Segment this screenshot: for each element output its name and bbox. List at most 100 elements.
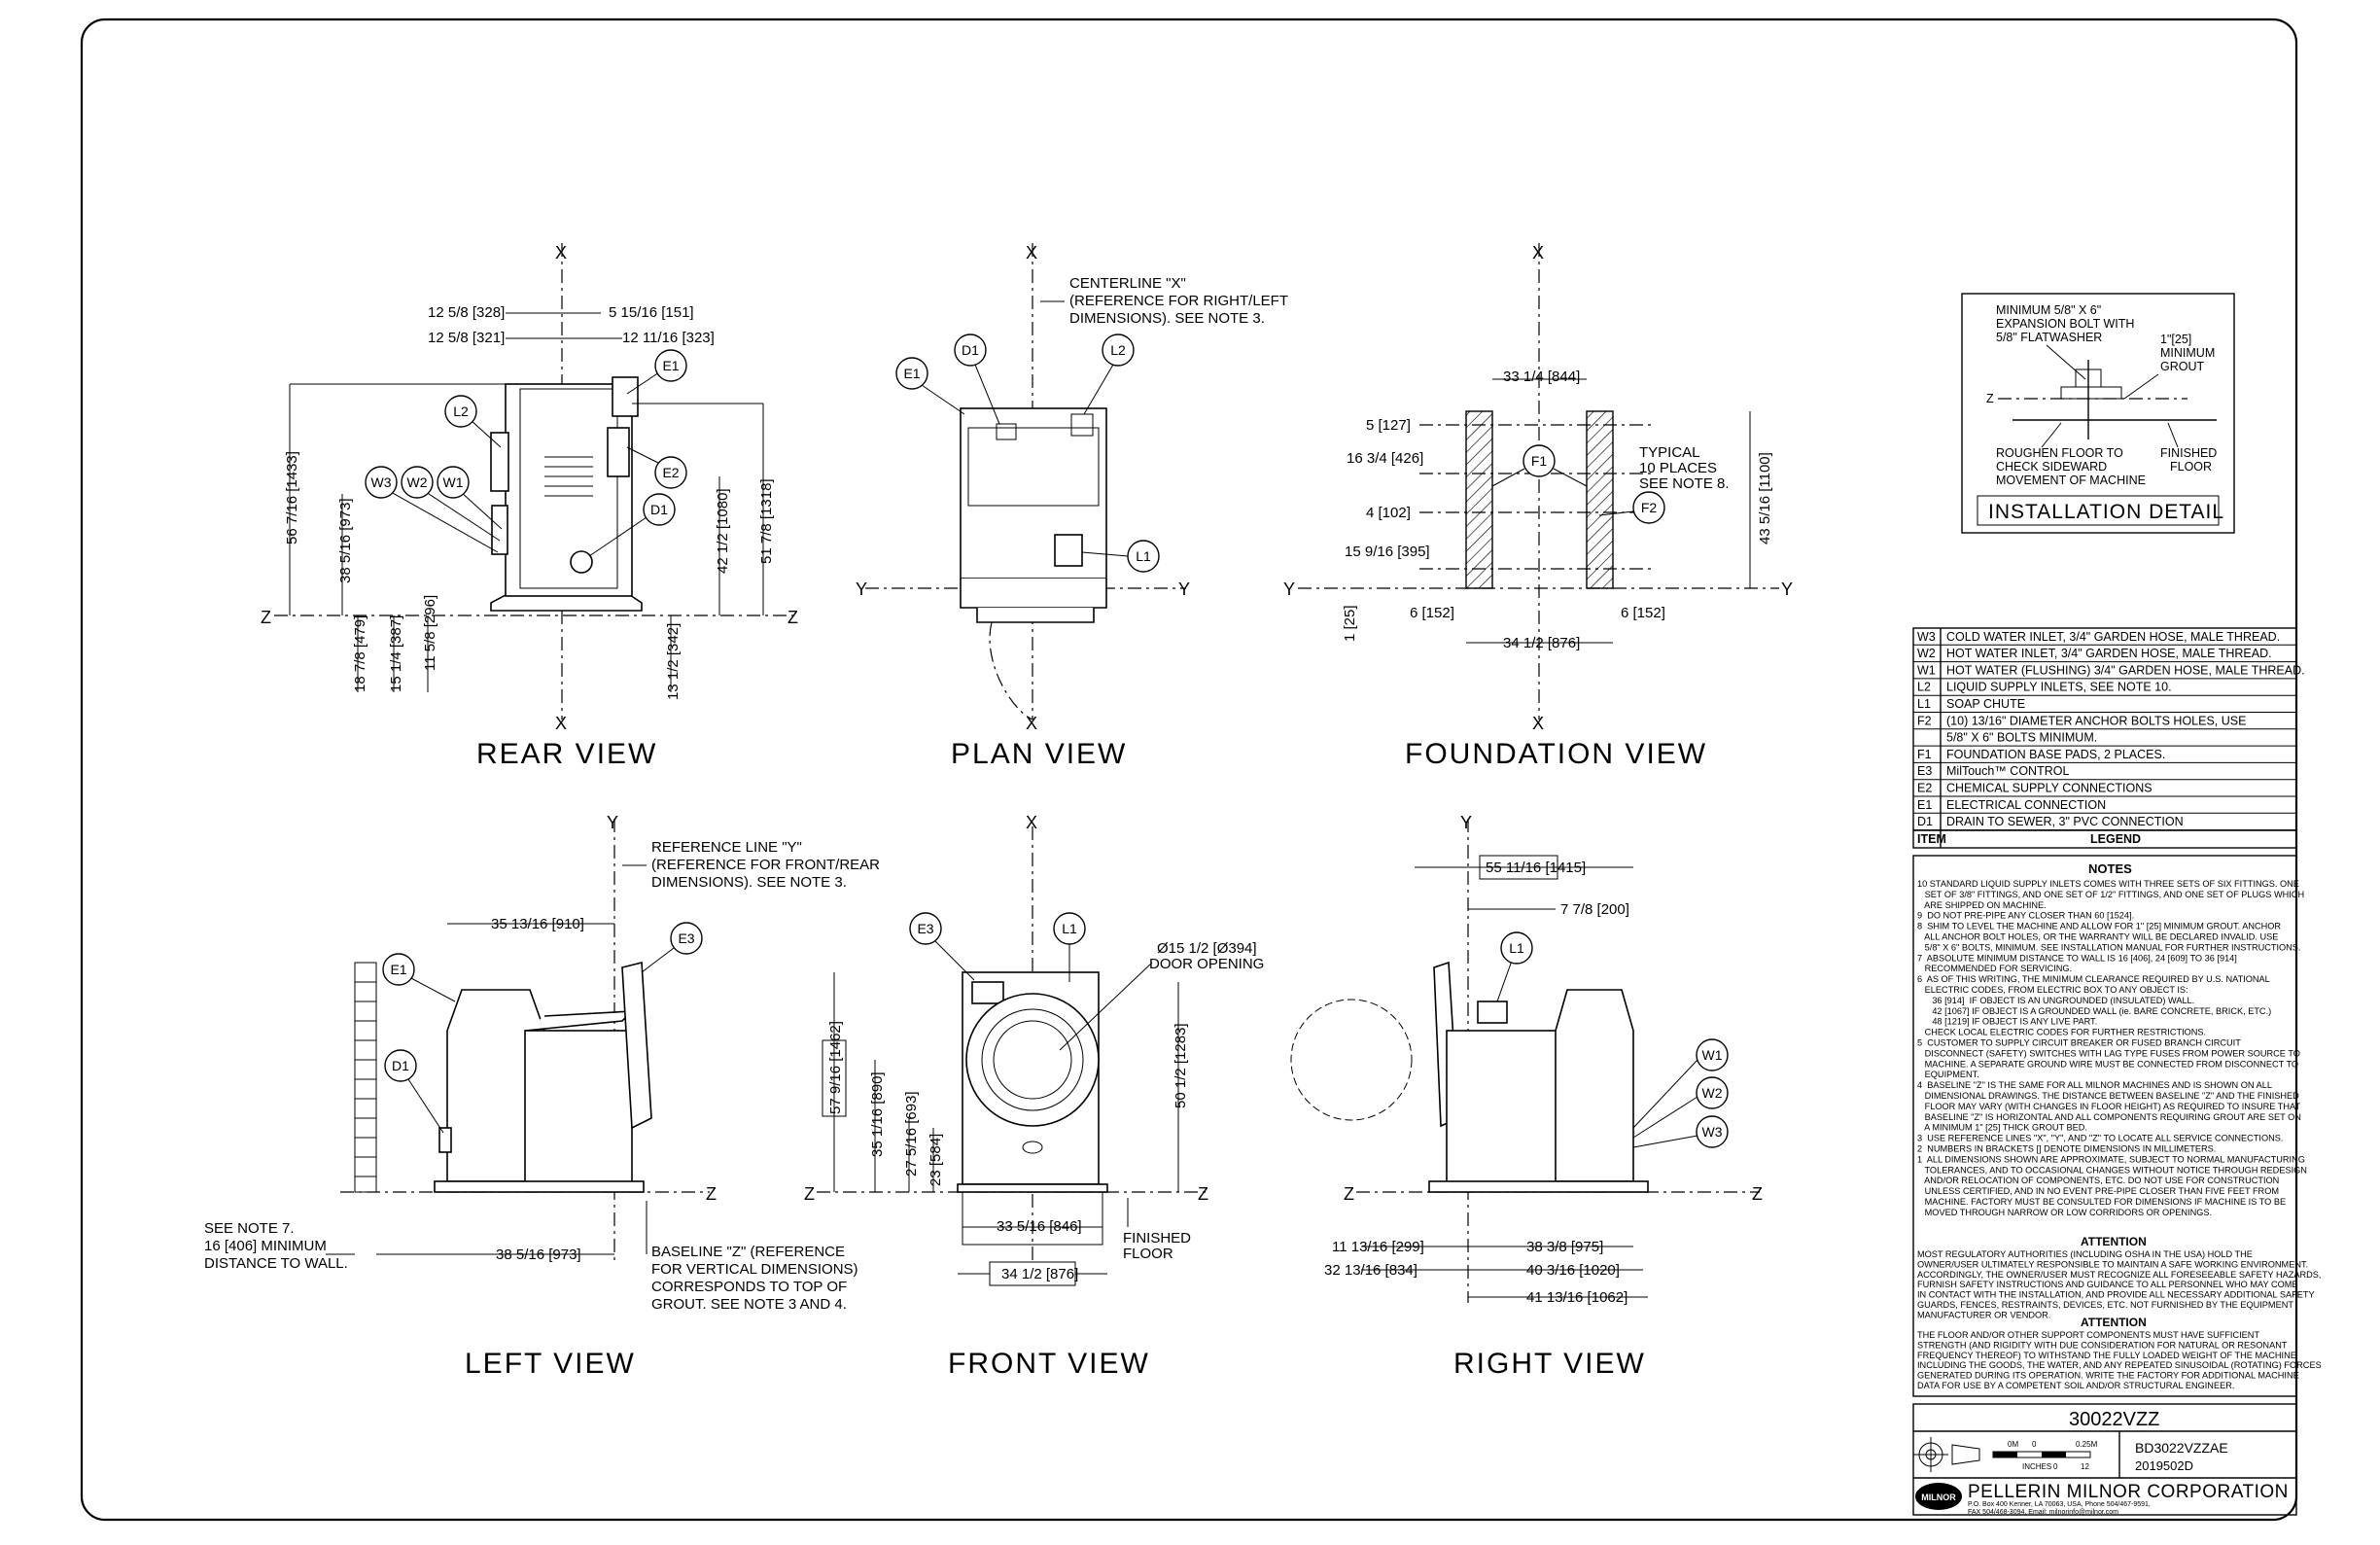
- front-dim-2: 35 1/16 [890]: [869, 1071, 886, 1157]
- note-line: DATA FOR USE BY A COMPETENT SOIL AND/OR …: [1917, 1381, 2234, 1390]
- rear-dim-11: 11 5/8 [296]: [422, 595, 438, 671]
- foundation-dim-3: 16 3/4 [426]: [1347, 450, 1423, 467]
- plan-bubble-d1: D1: [962, 342, 979, 358]
- note-line: DIMENSIONAL DRAWINGS. THE DISTANCE BETWE…: [1917, 1091, 2299, 1101]
- left-bubble-e3: E3: [678, 931, 694, 946]
- left-dim-2: 38 5/16 [973]: [496, 1247, 581, 1263]
- rear-dim-9: 18 7/8 [479]: [352, 615, 368, 692]
- rear-bubble-d1: D1: [650, 502, 668, 517]
- rear-view-title: REAR VIEW: [476, 738, 657, 770]
- install-label-5: MINIMUM: [2160, 346, 2215, 360]
- plan-note-2: (REFERENCE FOR RIGHT/LEFT: [1069, 293, 1288, 309]
- legend-item-code: W2: [1917, 647, 1936, 660]
- note-line: FLOOR MAY VARY (WITH CHANGES IN FLOOR HE…: [1917, 1102, 2300, 1111]
- note-line: 10 STANDARD LIQUID SUPPLY INLETS COMES W…: [1917, 879, 2299, 889]
- install-label-1: MINIMUM 5/8" X 6": [1996, 303, 2101, 317]
- foundation-note-1: TYPICAL: [1639, 444, 1700, 461]
- right-dim-6: 40 3/16 [1020]: [1526, 1262, 1620, 1279]
- note-line: 3 USE REFERENCE LINES "X", "Y", AND "Z" …: [1917, 1134, 2283, 1143]
- note-line: UNLESS CERTIFIED, AND IN NO EVENT PRE-PI…: [1917, 1186, 2279, 1196]
- legend-item-text: COLD WATER INLET, 3/4" GARDEN HOSE, MALE…: [1946, 630, 2280, 644]
- foundation-dim-4: 4 [102]: [1366, 505, 1411, 521]
- note-line: ARE SHIPPED ON MACHINE.: [1917, 900, 2047, 910]
- note-line: 4 BASELINE "Z" IS THE SAME FOR ALL MILNO…: [1917, 1080, 2272, 1090]
- rear-bubble-e1: E1: [662, 358, 679, 373]
- left-wall-note-2: 16 [406] MINIMUM: [204, 1238, 327, 1254]
- left-note-3: DIMENSIONS). SEE NOTE 3.: [651, 874, 847, 891]
- note-line: 5 CUSTOMER TO SUPPLY CIRCUIT BREAKER OR …: [1917, 1038, 2241, 1048]
- plan-bubble-l2: L2: [1110, 342, 1126, 358]
- front-dim-6: 33 5/16 [846]: [997, 1218, 1082, 1235]
- foundation-y-left-label: Y: [1283, 579, 1295, 599]
- legend-item-text: CHEMICAL SUPPLY CONNECTIONS: [1946, 782, 2152, 795]
- note-line: MACHINE. A SEPARATE GROUND WIRE MUST BE …: [1917, 1059, 2298, 1069]
- right-y-label: Y: [1460, 813, 1472, 832]
- legend-item-text: LIQUID SUPPLY INLETS, SEE NOTE 10.: [1946, 681, 2172, 694]
- front-bubble-e3: E3: [917, 921, 933, 936]
- foundation-dim-6: 43 5/16 [1100]: [1757, 452, 1773, 544]
- right-bubble-l1: L1: [1509, 940, 1524, 956]
- plan-x-top-label: X: [1026, 243, 1037, 263]
- install-label-9: MOVEMENT OF MACHINE: [1996, 474, 2146, 487]
- legend-item-text: FOUNDATION BASE PADS, 2 PLACES.: [1946, 748, 2165, 761]
- right-z-right-label: Z: [1752, 1184, 1763, 1204]
- left-machine: [434, 961, 652, 1193]
- foundation-bubble-f1: F1: [1531, 453, 1548, 469]
- plan-view-title: PLAN VIEW: [951, 738, 1127, 770]
- foundation-dim-9: 34 1/2 [876]: [1503, 635, 1580, 651]
- foundation-x-bottom-label: X: [1532, 714, 1544, 733]
- legend-table: W3 COLD WATER INLET, 3/4" GARDEN HOSE, MA…: [1912, 627, 2305, 849]
- notes-panel: NOTES 10 STANDARD LIQUID SUPPLY INLETS C…: [1912, 855, 2322, 1397]
- note-line: BASELINE "Z" IS HORIZONTAL AND ALL COMPO…: [1917, 1112, 2301, 1122]
- install-label-11: FLOOR: [2170, 460, 2212, 474]
- note-line: GUARDS, FENCES, RESTRAINTS, DEVICES, ETC…: [1917, 1300, 2293, 1310]
- legend-item-text: MilTouch™ CONTROL: [1946, 764, 2069, 778]
- left-z-label: Z: [706, 1184, 717, 1204]
- legend-item-text: SOAP CHUTE: [1946, 697, 2025, 711]
- left-baseline-note-1: BASELINE "Z" (REFERENCE: [651, 1244, 845, 1260]
- company-address-1: P.O. Box 400 Kenner, LA 70063, USA, Phon…: [1968, 1501, 2151, 1508]
- right-dim-5: 38 3/8 [975]: [1526, 1239, 1603, 1255]
- legend-item-code: E3: [1917, 764, 1932, 778]
- right-view: Y Z Z 55 11/16 [1415] 7 7/8 [200] 11 13/…: [1290, 813, 1763, 1380]
- note-line: 42 [1067] IF OBJECT IS A GROUNDED WALL (…: [1917, 1006, 2271, 1016]
- milnor-logo: MILNOR: [1915, 1483, 1962, 1510]
- right-dim-7: 41 13/16 [1062]: [1526, 1289, 1628, 1306]
- rear-dim-6: 38 5/16 [973]: [337, 498, 354, 583]
- legend-item-header: ITEM: [1917, 832, 1946, 846]
- company-name: PELLERIN MILNOR CORPORATION: [1968, 1482, 2289, 1502]
- front-z-left-label: Z: [804, 1184, 815, 1204]
- foundation-view-title: FOUNDATION VIEW: [1405, 738, 1707, 770]
- legend-item-code: L1: [1917, 697, 1931, 711]
- legend-item-text: 5/8" X 6" BOLTS MINIMUM.: [1946, 731, 2097, 745]
- foundation-dim-5: 15 9/16 [395]: [1345, 544, 1430, 560]
- left-view: Y Z 35 13/16 [910] 38 5/16 [973] REFEREN…: [204, 813, 880, 1380]
- legend-item-text: ELECTRICAL CONNECTION: [1946, 798, 2106, 812]
- rear-dim-10: 15 1/4 [387]: [388, 615, 404, 692]
- attention1-title: ATTENTION: [2081, 1235, 2147, 1248]
- right-view-title: RIGHT VIEW: [1453, 1348, 1646, 1380]
- rear-dim-7: 42 1/2 [1080]: [715, 488, 731, 574]
- right-dim-4: 32 13/16 [834]: [1324, 1262, 1418, 1279]
- rear-dim-2: 12 5/8 [321]: [428, 330, 505, 346]
- note-line: 9 DO NOT PRE-PIPE ANY CLOSER THAN 60 [15…: [1917, 911, 2134, 921]
- legend-item-code: W3: [1917, 630, 1936, 644]
- foundation-x-top-label: X: [1532, 243, 1544, 263]
- right-dim-3: 11 13/16 [299]: [1332, 1239, 1424, 1255]
- rear-dim-4: 12 11/16 [323]: [622, 330, 715, 346]
- legend-item-code: E2: [1917, 782, 1932, 795]
- legend-text-header: LEGEND: [2090, 832, 2141, 846]
- legend-item-code: L2: [1917, 681, 1931, 694]
- front-view: X Z Z 57 9/16 [1462] 35 1/16 [890] 27 5/…: [804, 813, 1264, 1380]
- legend-item-code: W1: [1917, 663, 1936, 677]
- note-line: ELECTRIC CODES, FROM ELECTRIC BOX TO ANY…: [1917, 985, 2188, 995]
- foundation-dim-8: 6 [152]: [1621, 605, 1665, 621]
- left-y-label: Y: [607, 813, 618, 832]
- foundation-dim-7: 6 [152]: [1410, 605, 1454, 621]
- rear-bubble-l2: L2: [453, 404, 469, 419]
- note-line: ALL ANCHOR BOLT HOLES, OR THE WARRANTY W…: [1917, 932, 2278, 942]
- install-label-8: CHECK SIDEWARD: [1996, 460, 2107, 474]
- note-line: 7 ABSOLUTE MINIMUM DISTANCE TO WALL IS 1…: [1917, 953, 2237, 963]
- scale-bottom-12: 12: [2081, 1462, 2089, 1471]
